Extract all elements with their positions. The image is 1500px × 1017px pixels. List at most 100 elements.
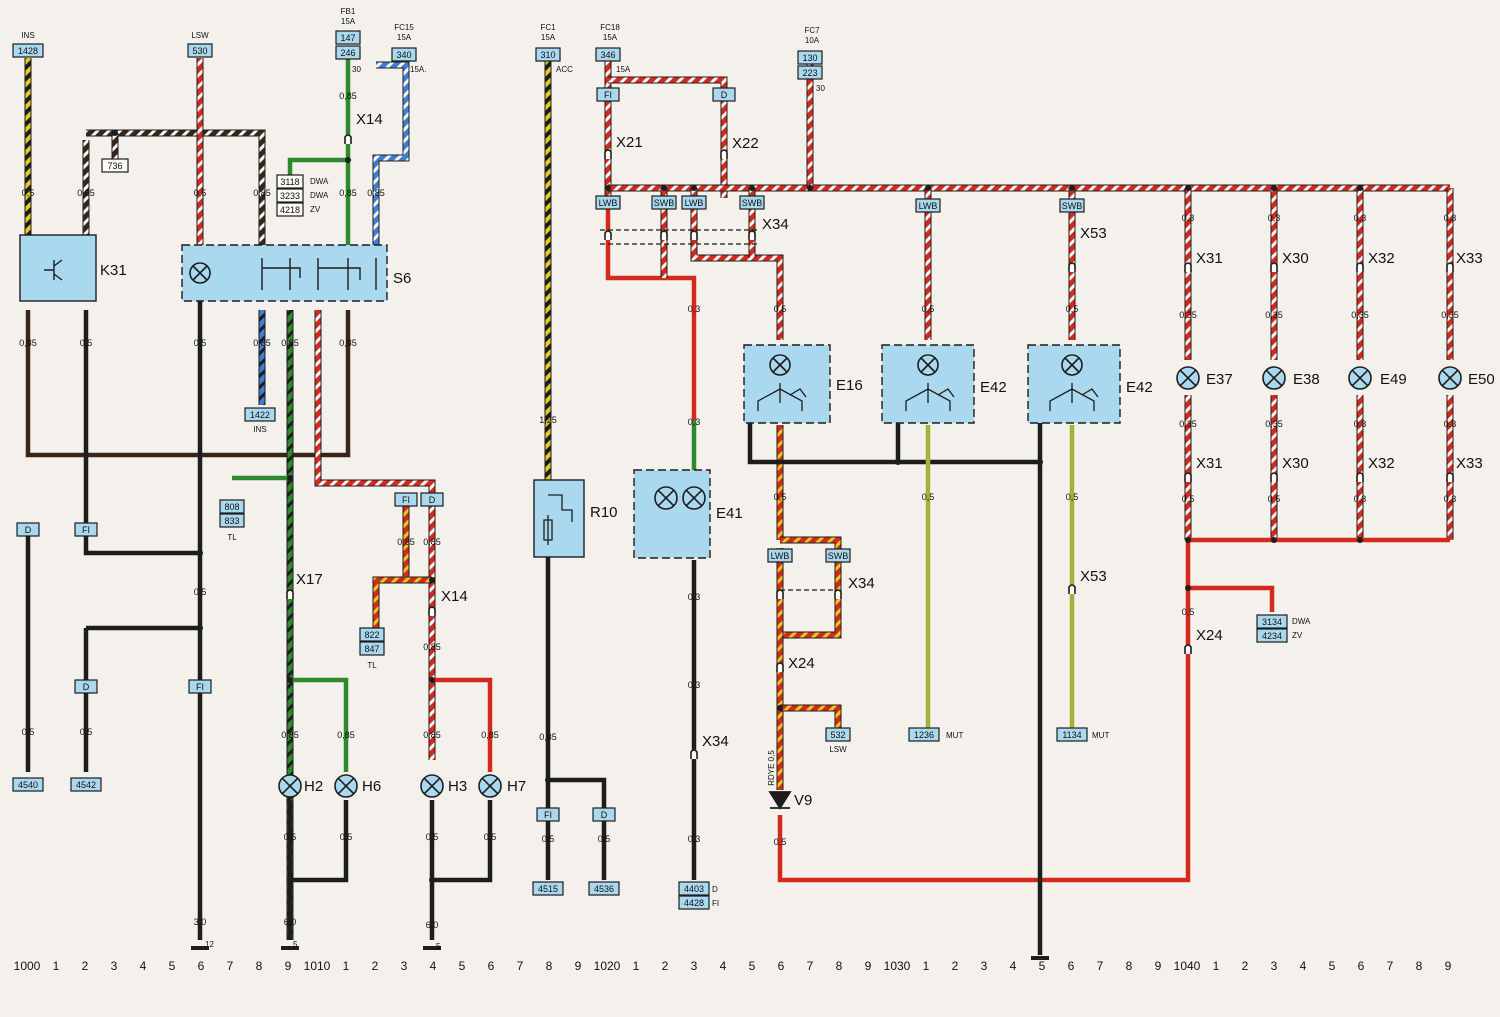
supply-fb1-pin: 30 — [352, 65, 361, 74]
wire-size-label: 0,85 — [77, 188, 95, 198]
connector-symbol — [1184, 644, 1192, 654]
wire-size-label: 6,0 — [284, 917, 297, 927]
grid-ruler-mark: 3 — [981, 959, 988, 973]
term-1422-tag: INS — [253, 425, 266, 434]
component-e41-label: E41 — [716, 505, 743, 522]
grid-ruler-mark: 2 — [82, 959, 89, 973]
connector-x34-label: X34 — [848, 575, 875, 592]
wire-size-label: 0,85 — [339, 338, 357, 348]
door-switch-icon — [757, 383, 807, 411]
lamp-cross — [423, 777, 441, 795]
junction-dot — [1357, 185, 1363, 191]
component-k31-label: K31 — [100, 262, 127, 279]
wire-size-label: 0,5 — [1268, 494, 1281, 504]
junction-dot — [895, 459, 901, 465]
connector-symbol — [1356, 262, 1364, 272]
connector-symbol — [776, 662, 784, 672]
junction-dot — [429, 677, 435, 683]
term-847-label: 847 — [364, 644, 379, 654]
connector-symbol — [1184, 472, 1192, 482]
wire-size-label: 0,85 — [423, 730, 441, 740]
grid-ruler-mark: 8 — [1416, 959, 1423, 973]
connector-x30-label: X30 — [1282, 250, 1309, 267]
code-fi-c — [394, 492, 418, 507]
wire-size-label: 0,35 — [1179, 310, 1197, 320]
supply-fc15-ref — [391, 47, 417, 62]
lwb2-feed — [690, 188, 784, 340]
grid-ruler-mark: 6 — [198, 959, 205, 973]
code-fi-d — [536, 807, 560, 822]
wire-note-label: RDYE 0,5 — [767, 750, 776, 786]
supply-fc18-ref — [595, 47, 621, 62]
lamp-cross — [657, 489, 675, 507]
supply-fc18-pin: 15A — [616, 65, 631, 74]
grid-ruler-mark: 6 — [778, 959, 785, 973]
term-808 — [219, 499, 245, 514]
grid-ruler-mark: 5 — [1039, 959, 1046, 973]
ground-return-left — [25, 310, 351, 458]
transistor-icon — [44, 259, 63, 281]
term-808-label: 808 — [224, 502, 239, 512]
wire-size-label: 0,3 — [1268, 213, 1281, 223]
component-r10-label: R10 — [590, 504, 618, 521]
term-1236-label: 1236 — [914, 730, 934, 740]
junction-dot — [1271, 537, 1277, 543]
grid-ruler-mark: 8 — [1126, 959, 1133, 973]
lamp-cross — [337, 777, 355, 795]
s6-3-wire-stripe — [315, 310, 435, 498]
term-4536 — [588, 881, 620, 896]
component-e50-label: E50 — [1468, 371, 1495, 388]
grid-ruler-mark: 4 — [1010, 959, 1017, 973]
grid-ruler-mark: 7 — [1387, 959, 1394, 973]
grid-ruler-mark: 7 — [1097, 959, 1104, 973]
component-e49-label: E49 — [1380, 371, 1407, 388]
term-1134 — [1056, 727, 1088, 742]
ref-4218-label: 4218 — [280, 205, 300, 215]
grid-ruler-mark: 3 — [1271, 959, 1278, 973]
grid-ruler-mark: 8 — [256, 959, 263, 973]
grid-ruler-mark: 8 — [836, 959, 843, 973]
code-d-e — [712, 87, 736, 102]
code-swb-b-label: SWB — [742, 198, 763, 208]
term-4540-label: 4540 — [18, 780, 38, 790]
junction-dot — [197, 550, 203, 556]
supply-fc7-ref-a-label: 130 — [802, 53, 817, 63]
lamp-cross — [920, 357, 936, 373]
wire-size-label: 0,3 — [1354, 419, 1367, 429]
code-fi-d-label: FI — [544, 810, 552, 820]
grid-ruler-mark: 5 — [169, 959, 176, 973]
k31-bus-wire-stripe — [86, 130, 265, 255]
wire-size-label: 0,5 — [284, 832, 297, 842]
term-4403 — [678, 881, 710, 896]
822-wire-stripe — [373, 505, 409, 628]
wire-size-label: 0,35 — [1441, 310, 1459, 320]
tag-zv-a: ZV — [310, 205, 321, 214]
connector-symbol — [286, 589, 294, 599]
lamp-cross — [481, 777, 499, 795]
wire-size-label: 0,5 — [194, 188, 207, 198]
term-4428-tag: FI — [712, 899, 719, 908]
supply-fc7-ref-a — [797, 50, 823, 65]
grid-ruler-mark: 5 — [749, 959, 756, 973]
term-4403-tag: D — [712, 885, 718, 894]
supply-fb1-ref-b-label: 246 — [340, 48, 355, 58]
term-4542-label: 4542 — [76, 780, 96, 790]
wire-size-label: 0,85 — [423, 642, 441, 652]
diode-v9-icon — [768, 791, 792, 810]
wire-size-label: 0,35 — [1265, 310, 1283, 320]
supply-fc7-ref-b — [797, 65, 823, 80]
supply-ins-ref — [12, 43, 44, 58]
junction-dot — [112, 130, 118, 136]
wire-size-label: 0,85 — [481, 730, 499, 740]
junction-dot — [345, 157, 351, 163]
grid-ruler-mark: 4 — [1300, 959, 1307, 973]
wire-size-label: 0,3 — [1444, 494, 1457, 504]
supply-fb1-ref-a-label: 147 — [340, 33, 355, 43]
grid-ruler-mark: 3 — [691, 959, 698, 973]
r10-relay-box — [533, 479, 585, 558]
wire-size-label: 0,85 — [397, 537, 415, 547]
supply-fc18-ref-label: 346 — [600, 50, 615, 60]
wire-size-label: 0,5 — [922, 304, 935, 314]
grid-ruler-mark: 8 — [546, 959, 553, 973]
